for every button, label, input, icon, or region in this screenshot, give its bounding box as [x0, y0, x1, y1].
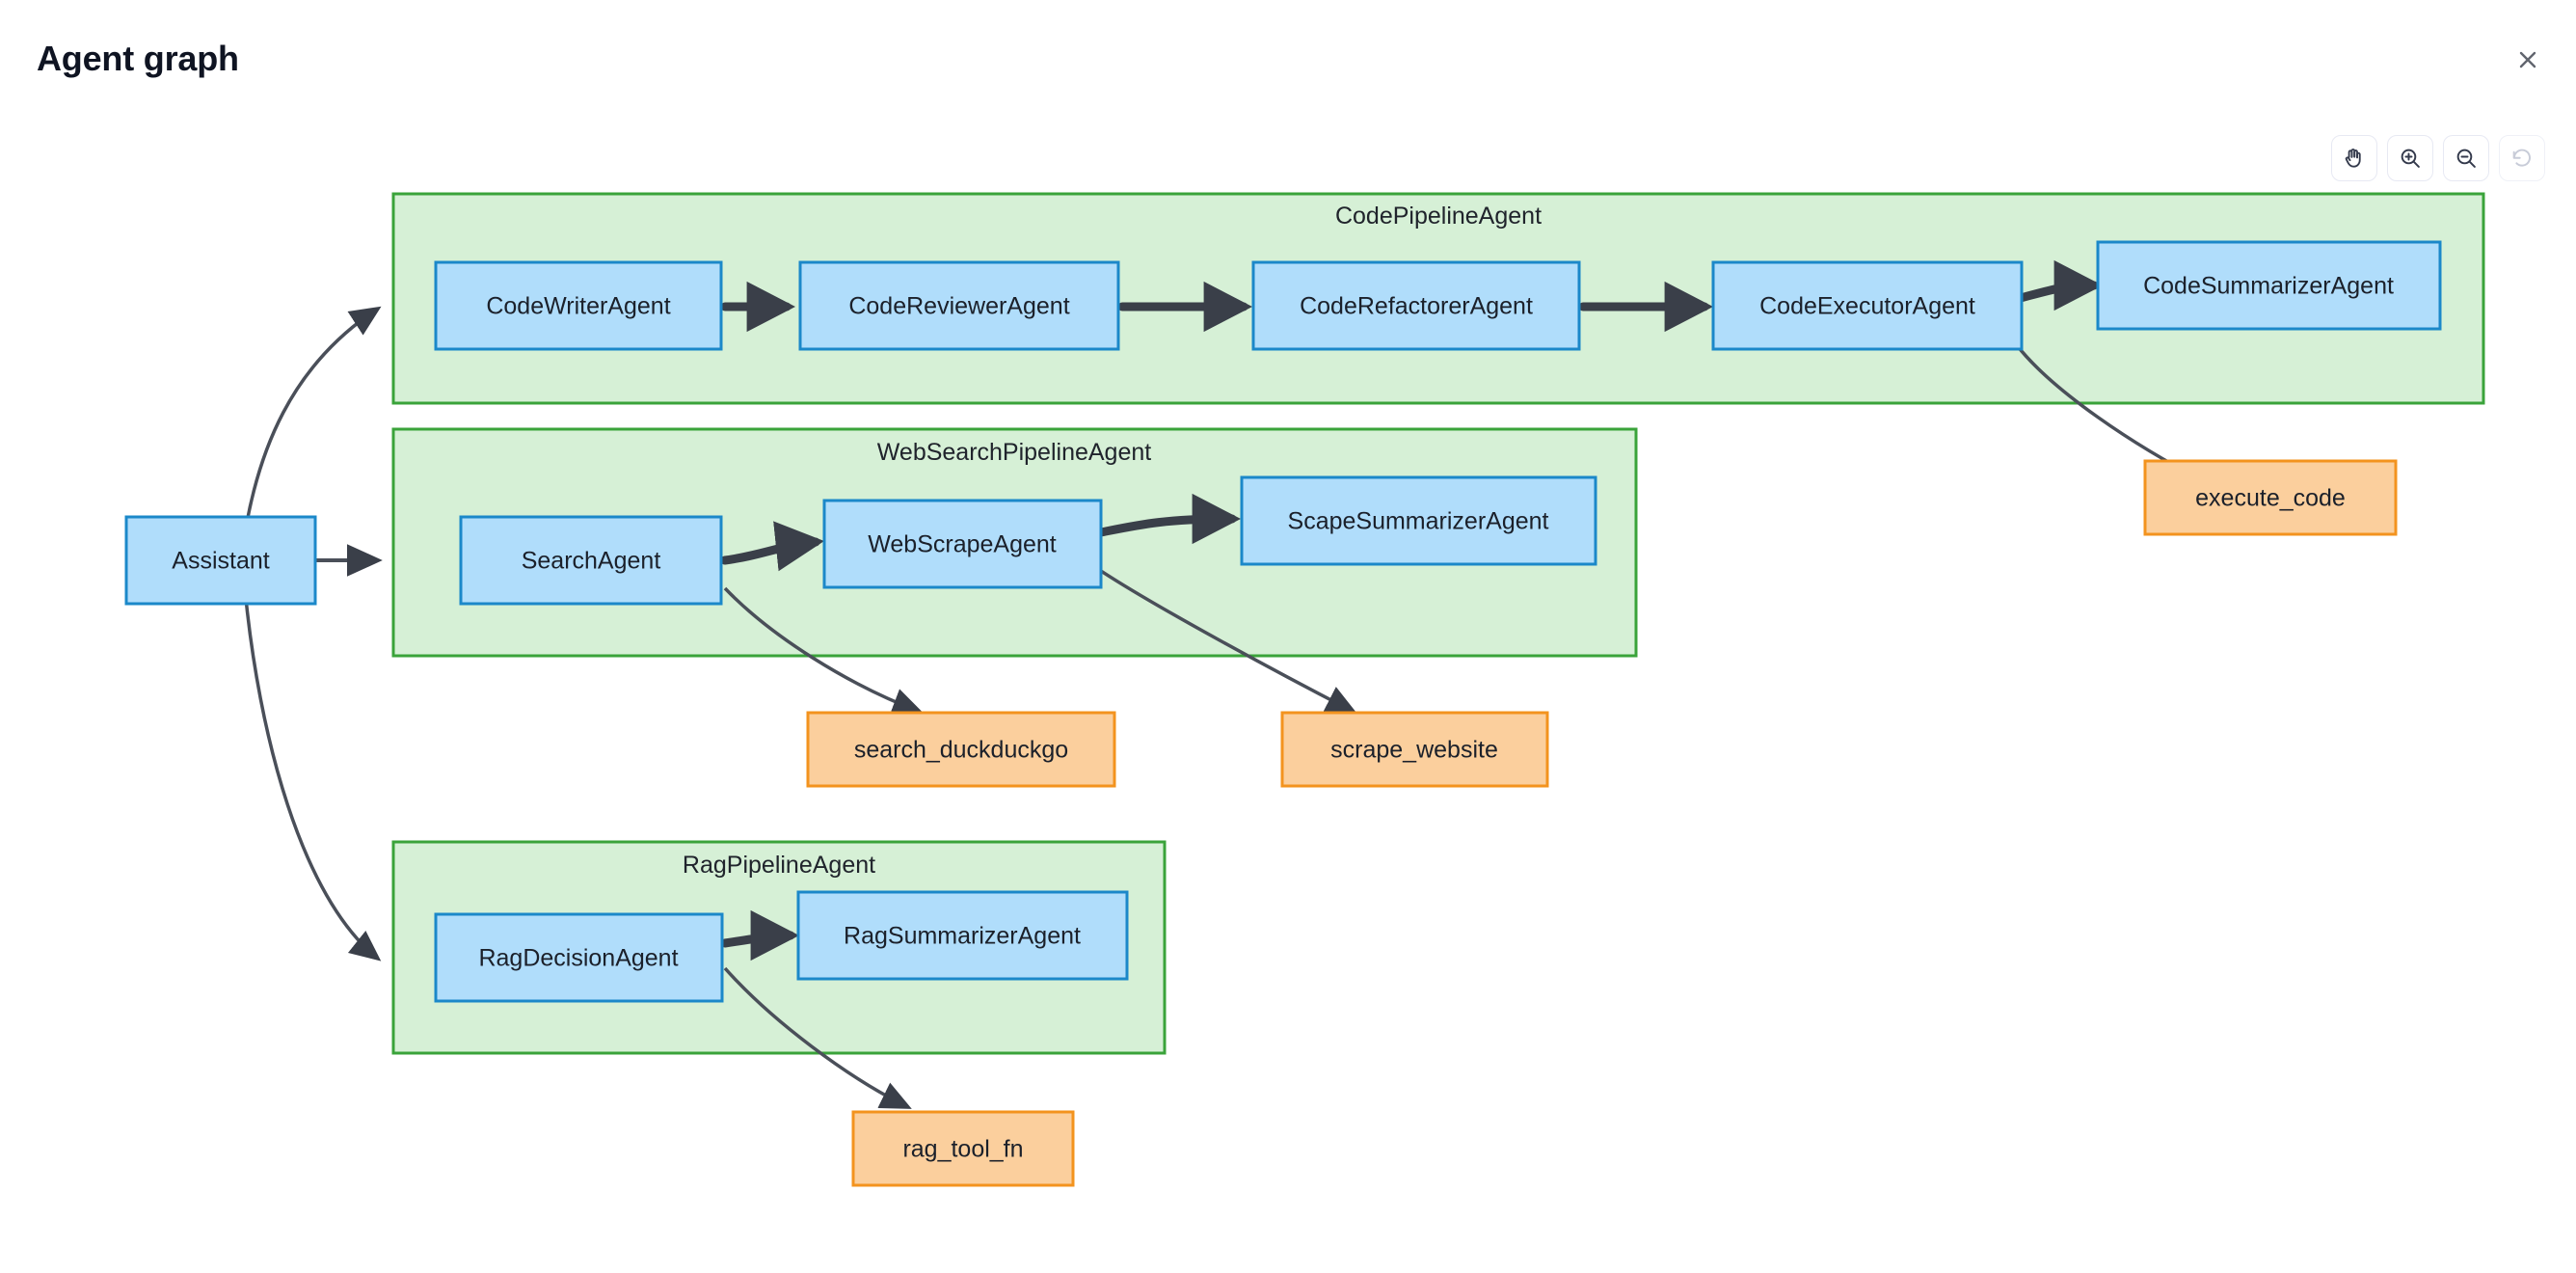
node-label: RagSummarizerAgent — [844, 923, 1081, 950]
edge-webscrapeagent-scapesummarizer — [1096, 493, 1242, 545]
zoom-in-icon[interactable] — [2387, 135, 2433, 181]
node-label: ScapeSummarizerAgent — [1288, 508, 1549, 535]
zoom-out-icon[interactable] — [2443, 135, 2489, 181]
node-codewriteragent[interactable]: CodeWriterAgent — [434, 260, 723, 351]
node-scrape-website[interactable]: scrape_website — [1280, 711, 1549, 788]
node-label: scrape_website — [1330, 737, 1498, 764]
node-rag-tool-fn[interactable]: rag_tool_fn — [851, 1110, 1075, 1187]
node-codereviceweragent[interactable]: CodeReviewerAgent — [798, 260, 1120, 351]
node-ragsummarizeragent[interactable]: RagSummarizerAgent — [796, 890, 1129, 981]
node-webscrapeagent[interactable]: WebScrapeAgent — [822, 499, 1103, 589]
group-label: RagPipelineAgent — [683, 852, 875, 879]
node-label: CodeSummarizerAgent — [2143, 273, 2394, 300]
graph-toolbar — [2331, 135, 2545, 181]
edge-webscrapeagent-scrape-website — [1100, 569, 1357, 714]
node-label: SearchAgent — [522, 548, 661, 575]
edge-codeexecutor-codesummarizer — [2012, 259, 2104, 311]
node-ragdecisionagent[interactable]: RagDecisionAgent — [434, 912, 724, 1003]
group-label: CodePipelineAgent — [1335, 203, 1542, 230]
node-searchagent[interactable]: SearchAgent — [459, 515, 723, 606]
edge-searchagent-webscrapeagent — [720, 521, 824, 572]
node-label: rag_tool_fn — [902, 1136, 1023, 1163]
node-label: Assistant — [172, 548, 269, 575]
edge-ragdecision-ragsummarizer — [720, 909, 800, 962]
node-coderefactoreragent[interactable]: CodeRefactorerAgent — [1251, 260, 1581, 351]
node-search-duckduckgo[interactable]: search_duckduckgo — [806, 711, 1116, 788]
reset-icon[interactable] — [2499, 135, 2545, 181]
edge-searchagent-search-duckduckgo — [723, 586, 924, 716]
node-label: CodeWriterAgent — [486, 293, 670, 320]
node-codesummarizeragent[interactable]: CodeSummarizerAgent — [2096, 240, 2442, 331]
group-label: WebSearchPipelineAgent — [877, 439, 1152, 466]
edge-ragdecision-rag-tool-fn — [723, 966, 912, 1109]
close-icon[interactable] — [2507, 39, 2549, 81]
node-label: CodeReviewerAgent — [848, 293, 1069, 320]
node-label: CodeRefactorerAgent — [1300, 293, 1533, 320]
node-assistant[interactable]: Assistant — [124, 515, 317, 606]
node-scapesummarizeragent[interactable]: ScapeSummarizerAgent — [1240, 475, 1597, 566]
node-label: execute_code — [2195, 485, 2346, 512]
page-title: Agent graph — [37, 39, 239, 78]
node-codeexecutoragent[interactable]: CodeExecutorAgent — [1711, 260, 2024, 351]
hand-icon[interactable] — [2331, 135, 2377, 181]
node-label: WebScrapeAgent — [868, 531, 1057, 558]
node-execute-code[interactable]: execute_code — [2143, 459, 2398, 536]
edge-assistant-ragpipeline — [243, 587, 382, 962]
node-label: RagDecisionAgent — [478, 945, 678, 972]
node-label: search_duckduckgo — [854, 737, 1068, 764]
edge-assistant-codepipeline — [243, 306, 382, 534]
node-label: CodeExecutorAgent — [1759, 293, 1975, 320]
